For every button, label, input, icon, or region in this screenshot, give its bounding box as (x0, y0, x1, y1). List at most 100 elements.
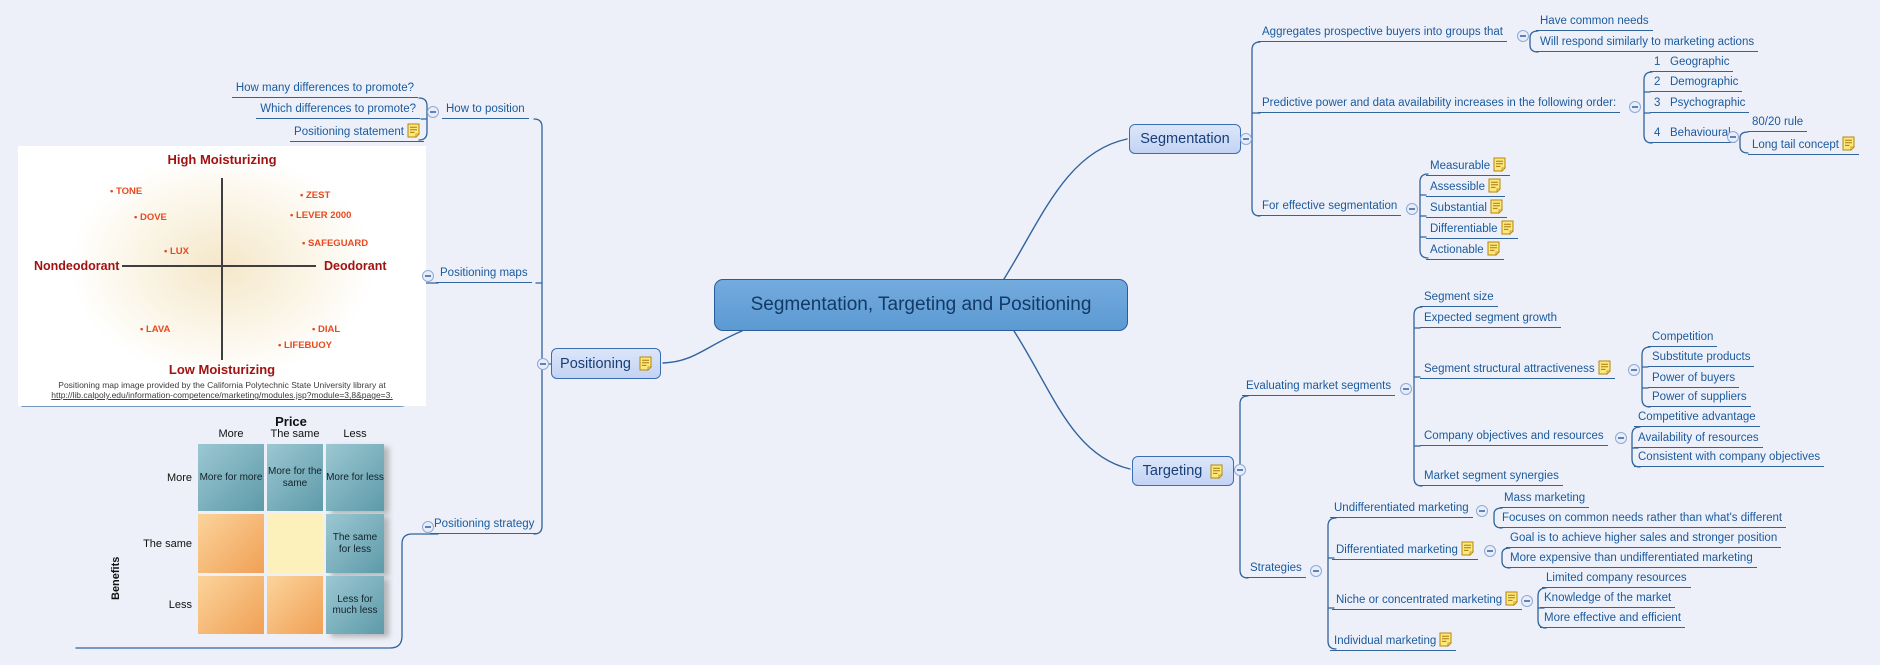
map-vertical-axis (221, 178, 223, 360)
topic-segment-size[interactable]: Segment size (1420, 290, 1498, 307)
topic-mass-marketing[interactable]: Mass marketing (1500, 491, 1590, 508)
note-icon[interactable] (639, 356, 652, 371)
topic-for-effective-segmentation[interactable]: For effective segmentation (1258, 199, 1402, 216)
topic-how-many-differences[interactable]: How many differences to promote? (231, 81, 418, 98)
note-icon[interactable] (1598, 360, 1611, 375)
topic-measurable[interactable]: Measurable (1426, 157, 1511, 176)
topic-respond-similarly[interactable]: Will respond similarly to marketing acti… (1536, 35, 1759, 52)
node-targeting[interactable]: Targeting (1132, 456, 1234, 486)
collapse-icon[interactable] (427, 106, 439, 118)
collapse-icon[interactable] (1234, 464, 1246, 476)
note-icon[interactable] (1487, 241, 1500, 256)
topic-focuses-common-needs[interactable]: Focuses on common needs rather than what… (1498, 511, 1787, 528)
note-icon[interactable] (1210, 464, 1223, 479)
list-number: 4 (1654, 127, 1661, 139)
topic-8020-rule[interactable]: 80/20 rule (1748, 115, 1808, 132)
topic-goal-higher-sales[interactable]: Goal is to achieve higher sales and stro… (1506, 531, 1782, 548)
node-targeting-label: Targeting (1142, 463, 1203, 479)
table-cell (198, 576, 264, 634)
topic-long-tail[interactable]: Long tail concept (1748, 136, 1859, 155)
topic-competitive-advantage[interactable]: Competitive advantage (1634, 410, 1760, 427)
note-icon[interactable] (1490, 199, 1503, 214)
topic-evaluating-segments[interactable]: Evaluating market segments (1242, 379, 1396, 396)
note-icon[interactable] (1493, 157, 1506, 172)
topic-power-of-buyers[interactable]: Power of buyers (1648, 371, 1740, 388)
topic-aggregates-buyers[interactable]: Aggregates prospective buyers into group… (1258, 25, 1508, 42)
topic-predictive-power[interactable]: Predictive power and data availability i… (1258, 96, 1621, 113)
collapse-icon[interactable] (1628, 364, 1640, 376)
topic-actionable[interactable]: Actionable (1426, 241, 1504, 260)
topic-label: Demographic (1670, 76, 1739, 88)
topic-have-common-needs[interactable]: Have common needs (1536, 14, 1653, 31)
topic-substantial[interactable]: Substantial (1426, 199, 1507, 218)
positioning-map-image[interactable]: High Moisturizing Nondeodorant Deodorant… (18, 146, 426, 406)
collapse-icon[interactable] (1240, 133, 1252, 145)
collapse-icon[interactable] (1615, 432, 1627, 444)
collapse-icon[interactable] (1517, 30, 1529, 42)
topic-more-effective[interactable]: More effective and efficient (1540, 611, 1686, 628)
collapse-icon[interactable] (1406, 203, 1418, 215)
collapse-icon[interactable] (1476, 505, 1488, 517)
topic-base-demographic[interactable]: 2 Demographic (1650, 75, 1743, 92)
collapse-icon[interactable] (422, 521, 434, 533)
topic-base-behavioural[interactable]: 4 Behavioural (1650, 126, 1735, 143)
topic-availability-of-resources[interactable]: Availability of resources (1634, 431, 1763, 448)
topic-company-objectives[interactable]: Company objectives and resources (1420, 429, 1608, 446)
table-row-label: Less (168, 599, 192, 611)
topic-consistent-objectives[interactable]: Consistent with company objectives (1634, 450, 1825, 467)
table-col-label: Less (343, 428, 367, 440)
collapse-icon[interactable] (1310, 565, 1322, 577)
topic-positioning-statement[interactable]: Positioning statement (290, 123, 424, 142)
node-segmentation[interactable]: Segmentation (1129, 124, 1241, 154)
topic-structural-attractiveness[interactable]: Segment structural attractiveness (1420, 360, 1615, 379)
note-icon[interactable] (1505, 591, 1518, 606)
collapse-icon[interactable] (1521, 595, 1533, 607)
topic-differentiable[interactable]: Differentiable (1426, 220, 1518, 239)
collapse-icon[interactable] (537, 358, 549, 370)
positioning-strategy-table[interactable]: Price More The same Less More The same L… (66, 414, 400, 650)
note-icon[interactable] (1501, 220, 1514, 235)
map-brand: LUX (164, 246, 189, 257)
topic-more-expensive[interactable]: More expensive than undifferentiated mar… (1506, 551, 1757, 568)
topic-assessible[interactable]: Assessible (1426, 178, 1505, 197)
topic-undifferentiated-marketing[interactable]: Undifferentiated marketing (1330, 501, 1473, 518)
central-topic[interactable]: Segmentation, Targeting and Positioning (714, 279, 1128, 331)
map-caption: Positioning map image provided by the Ca… (58, 380, 386, 390)
node-positioning[interactable]: Positioning (551, 348, 661, 379)
topic-label: Behavioural (1670, 127, 1731, 139)
list-number: 2 (1654, 76, 1661, 88)
topic-how-to-position[interactable]: How to position (442, 102, 529, 119)
map-axis-bottom: Low Moisturizing (168, 362, 276, 377)
topic-expected-growth[interactable]: Expected segment growth (1420, 311, 1561, 328)
collapse-icon[interactable] (1400, 383, 1412, 395)
topic-label: Measurable (1430, 160, 1491, 172)
topic-niche-marketing[interactable]: Niche or concentrated marketing (1332, 591, 1523, 610)
topic-knowledge-of-market[interactable]: Knowledge of the market (1540, 591, 1676, 608)
collapse-icon[interactable] (1629, 101, 1641, 113)
topic-competition[interactable]: Competition (1648, 330, 1718, 347)
topic-strategies[interactable]: Strategies (1246, 561, 1306, 578)
topic-limited-resources[interactable]: Limited company resources (1542, 571, 1691, 588)
collapse-icon[interactable] (422, 270, 434, 282)
topic-individual-marketing[interactable]: Individual marketing (1330, 632, 1457, 651)
note-icon[interactable] (1488, 178, 1501, 193)
map-caption-link[interactable]: http://lib.calpoly.edu/information-compe… (51, 390, 393, 400)
note-icon[interactable] (1842, 136, 1855, 151)
topic-substitute-products[interactable]: Substitute products (1648, 350, 1755, 367)
collapse-icon[interactable] (1727, 131, 1739, 143)
topic-positioning-strategy[interactable]: Positioning strategy (430, 517, 539, 534)
note-icon[interactable] (407, 123, 420, 138)
topic-differentiated-marketing[interactable]: Differentiated marketing (1332, 541, 1478, 560)
table-cell (267, 576, 323, 634)
topic-power-of-suppliers[interactable]: Power of suppliers (1648, 390, 1751, 407)
topic-which-differences[interactable]: Which differences to promote? (256, 102, 420, 119)
table-benefits-header: Benefits (110, 556, 122, 600)
topic-segment-synergies[interactable]: Market segment synergies (1420, 469, 1563, 486)
note-icon[interactable] (1439, 632, 1452, 647)
topic-positioning-maps[interactable]: Positioning maps (436, 266, 532, 283)
collapse-icon[interactable] (1484, 545, 1496, 557)
note-icon[interactable] (1461, 541, 1474, 556)
